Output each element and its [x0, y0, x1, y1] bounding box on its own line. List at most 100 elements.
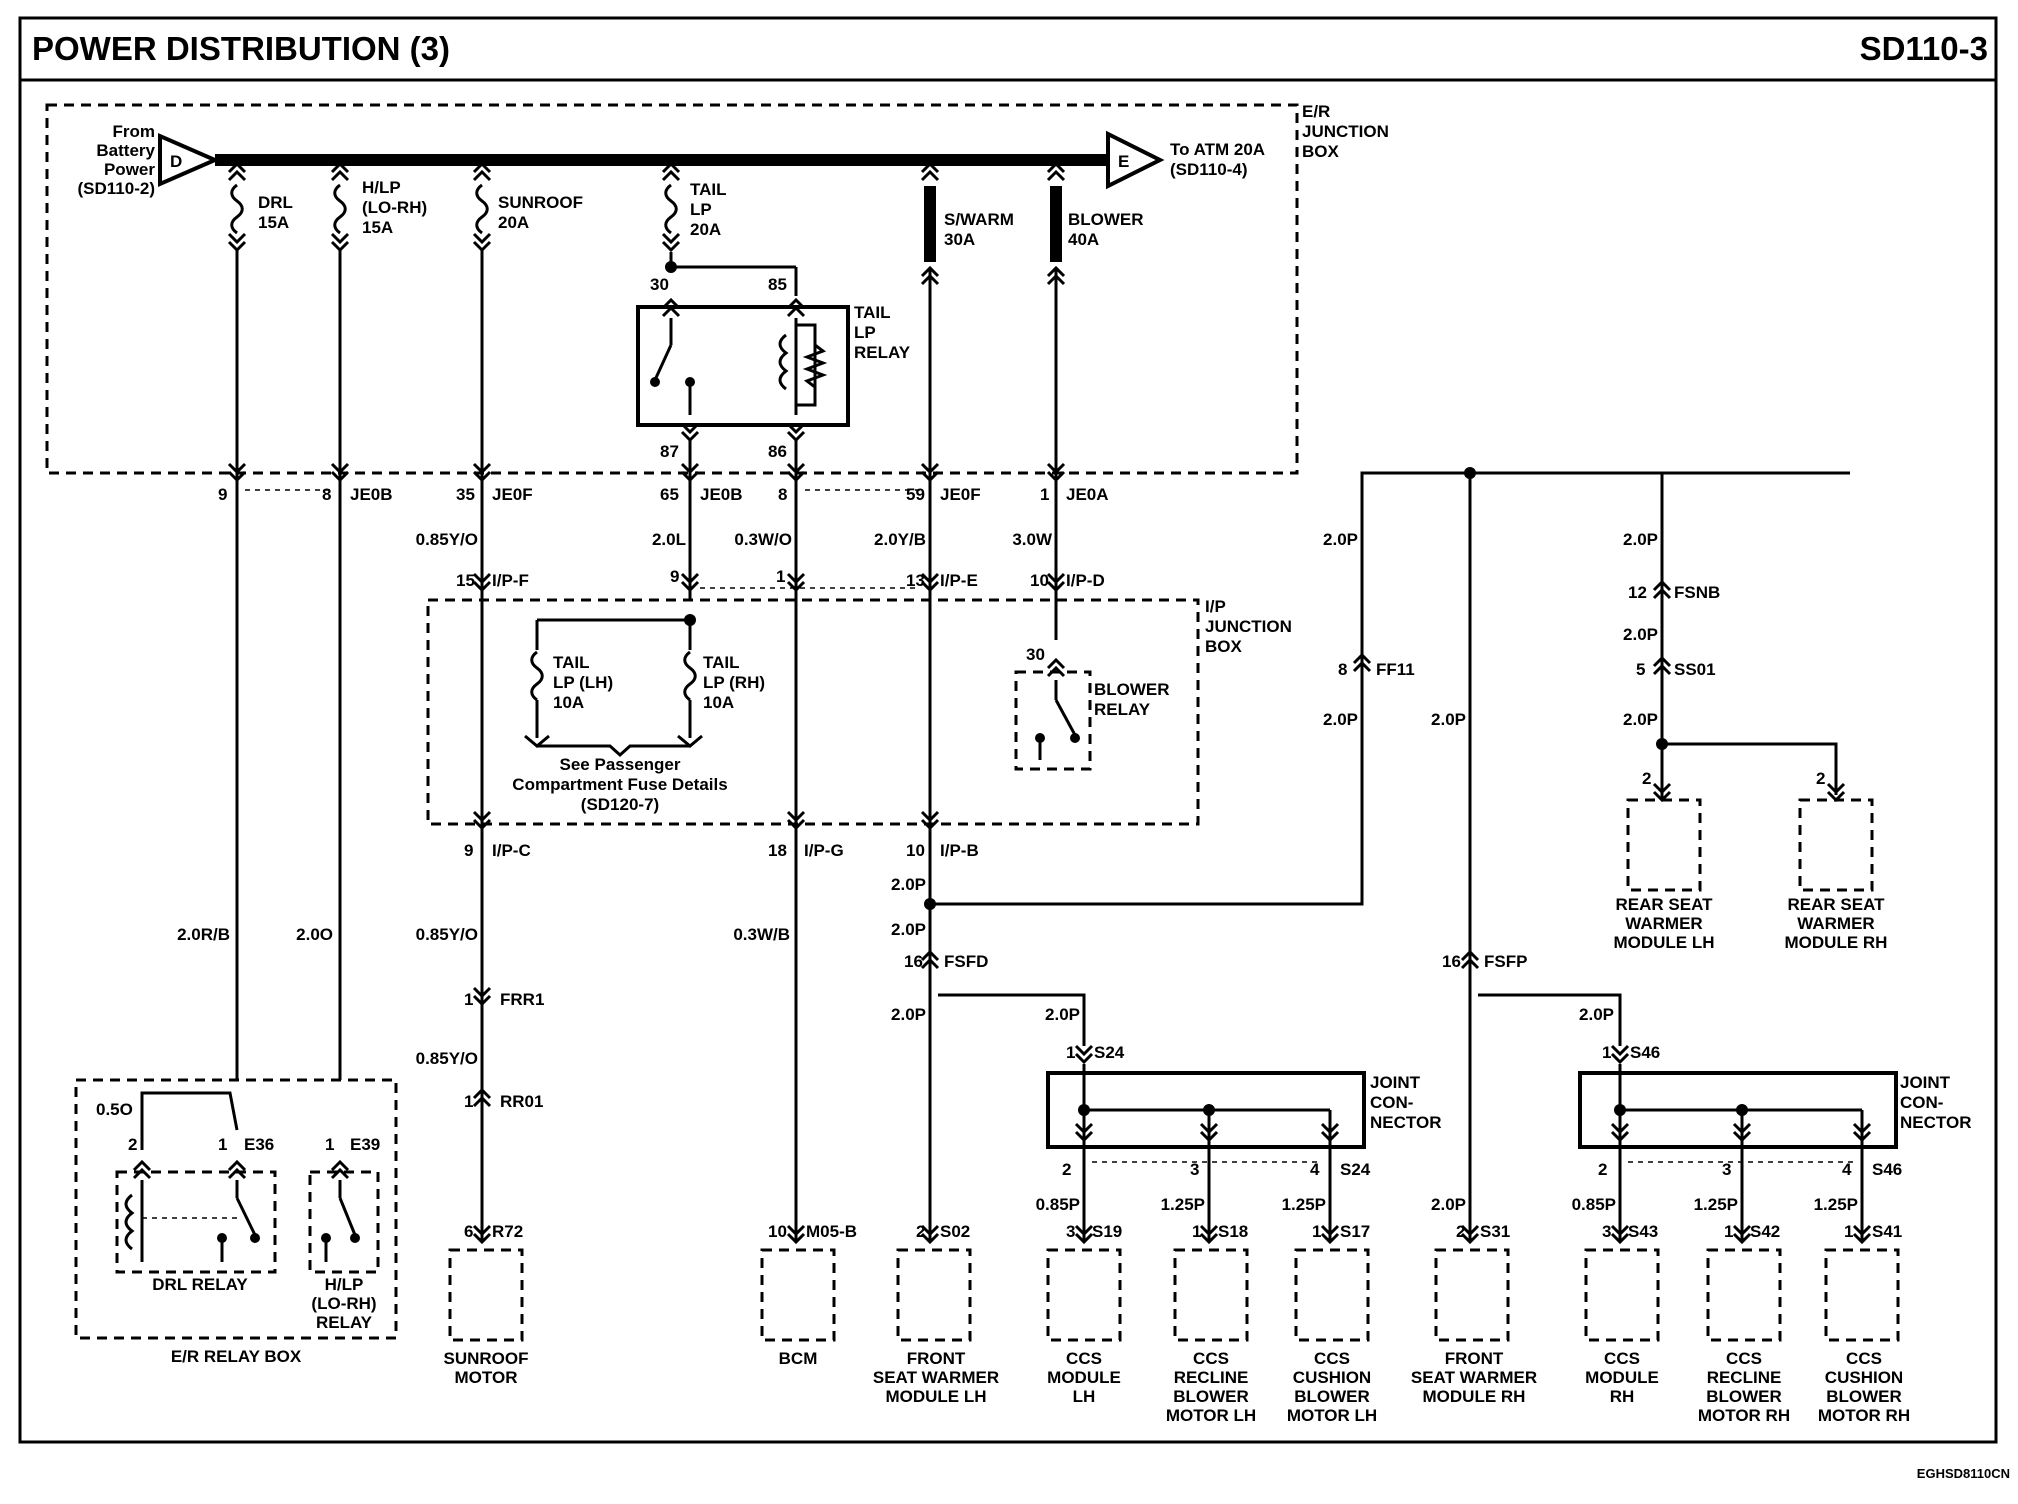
svg-text:MODULE RH: MODULE RH — [1785, 933, 1888, 952]
svg-text:0.3W/B: 0.3W/B — [733, 925, 790, 944]
svg-text:CCS: CCS — [1066, 1349, 1102, 1368]
component-label-bcm: BCM — [779, 1349, 818, 1368]
row2-connectors: 15 I/P-F 9 1 13 I/P-E 10 I/P-D — [456, 567, 1105, 592]
svg-text:S19: S19 — [1092, 1222, 1122, 1241]
svg-text:CCS: CCS — [1314, 1349, 1350, 1368]
svg-text:S43: S43 — [1628, 1222, 1658, 1241]
ip-tail-fuses: TAIL LP (LH) 10A TAIL LP (RH) 10A — [524, 614, 765, 758]
svg-text:I/P-C: I/P-C — [492, 841, 531, 860]
svg-text:30: 30 — [650, 275, 669, 294]
svg-text:S17: S17 — [1340, 1222, 1370, 1241]
svg-text:See Passenger: See Passenger — [560, 755, 681, 774]
ip-junction-box-label: I/P JUNCTION BOX — [1205, 597, 1292, 656]
svg-text:FSFD: FSFD — [944, 952, 988, 971]
svg-text:M05-B: M05-B — [806, 1222, 857, 1241]
svg-text:S31: S31 — [1480, 1222, 1510, 1241]
svg-text:JUNCTION: JUNCTION — [1302, 122, 1389, 141]
svg-text:2.0P: 2.0P — [1623, 710, 1658, 729]
bcm-connector: 10 M05-B — [768, 1222, 857, 1244]
fuse-sunroof: SUNROOF 20A — [472, 162, 583, 252]
svg-text:15A: 15A — [258, 213, 289, 232]
svg-text:CCS: CCS — [1604, 1349, 1640, 1368]
svg-text:10: 10 — [906, 841, 925, 860]
svg-text:2.0P: 2.0P — [1323, 530, 1358, 549]
svg-text:10: 10 — [1030, 571, 1049, 590]
svg-text:40A: 40A — [1068, 230, 1099, 249]
tail-lp-relay: 30 85 TAIL LP RELAY 87 86 — [636, 252, 911, 461]
svg-text:0.85Y/O: 0.85Y/O — [416, 1049, 478, 1068]
swarm-lh-path: 2.0P 2.0P 16 FSFD 2.0P 2.0P 2 S02 — [891, 875, 1362, 1244]
svg-text:BLOWER: BLOWER — [1294, 1387, 1370, 1406]
svg-text:35: 35 — [456, 485, 475, 504]
svg-text:WARMER: WARMER — [1625, 914, 1702, 933]
svg-text:2: 2 — [1598, 1160, 1607, 1179]
svg-text:RELAY: RELAY — [854, 343, 911, 362]
svg-text:R72: R72 — [492, 1222, 523, 1241]
svg-text:I/P: I/P — [1205, 597, 1226, 616]
fuse-hlp: H/LP (LO-RH) 15A — [330, 162, 427, 252]
svg-text:16: 16 — [1442, 952, 1461, 971]
svg-text:FRR1: FRR1 — [500, 990, 544, 1009]
svg-text:9: 9 — [670, 567, 679, 586]
svg-text:FRONT: FRONT — [907, 1349, 966, 1368]
svg-text:JE0B: JE0B — [700, 485, 743, 504]
svg-text:1: 1 — [325, 1135, 334, 1154]
svg-text:JE0F: JE0F — [940, 485, 981, 504]
page-code: SD110-3 — [1860, 30, 1988, 67]
svg-text:2.0P: 2.0P — [1623, 625, 1658, 644]
svg-text:JOINT: JOINT — [1900, 1073, 1951, 1092]
fuse-tail-lp: TAIL LP 20A — [661, 162, 727, 252]
component-label-ccs-cushion-lh: CCS CUSHION BLOWER MOTOR LH — [1287, 1349, 1377, 1425]
row1-connectors: 9 8 JE0B 35 JE0F 65 JE0B 8 59 JE0F 1 JE0… — [218, 462, 1109, 504]
svg-text:SEAT WARMER: SEAT WARMER — [1411, 1368, 1537, 1387]
svg-text:8: 8 — [778, 485, 787, 504]
svg-text:MODULE: MODULE — [1585, 1368, 1659, 1387]
svg-text:(SD110-4): (SD110-4) — [1170, 160, 1247, 179]
svg-text:TAIL: TAIL — [854, 303, 891, 322]
svg-text:MODULE RH: MODULE RH — [1423, 1387, 1526, 1406]
svg-text:H/LP: H/LP — [362, 178, 401, 197]
svg-text:2: 2 — [1062, 1160, 1071, 1179]
bus-in-letter: D — [170, 152, 182, 171]
svg-text:10: 10 — [768, 1222, 787, 1241]
er-relay-box — [74, 1078, 398, 1340]
svg-text:(SD110-2): (SD110-2) — [78, 179, 155, 198]
svg-text:BOX: BOX — [1205, 637, 1243, 656]
svg-text:1.25P: 1.25P — [1814, 1195, 1858, 1214]
svg-text:2.0P: 2.0P — [1323, 710, 1358, 729]
component-label-front-seat-warmer-rh: FRONT SEAT WARMER MODULE RH — [1411, 1349, 1537, 1406]
svg-text:JE0A: JE0A — [1066, 485, 1109, 504]
svg-text:59: 59 — [906, 485, 925, 504]
svg-text:E/R: E/R — [1302, 102, 1330, 121]
svg-text:2: 2 — [916, 1222, 925, 1241]
svg-text:10A: 10A — [553, 693, 584, 712]
svg-text:CCS: CCS — [1726, 1349, 1762, 1368]
svg-text:RECLINE: RECLINE — [1174, 1368, 1249, 1387]
svg-text:MODULE LH: MODULE LH — [885, 1387, 986, 1406]
bus-in-arrow — [158, 132, 221, 188]
svg-text:0.85Y/O: 0.85Y/O — [416, 925, 478, 944]
svg-text:30: 30 — [1026, 645, 1045, 664]
fuse-drl: DRL 15A — [227, 162, 293, 252]
svg-text:3: 3 — [1602, 1222, 1611, 1241]
svg-text:I/P-F: I/P-F — [492, 571, 529, 590]
svg-text:4: 4 — [1310, 1160, 1320, 1179]
svg-text:3.0W: 3.0W — [1012, 530, 1053, 549]
blower-relay: 30 BLOWER RELAY — [1014, 645, 1170, 771]
svg-text:FSNB: FSNB — [1674, 583, 1720, 602]
svg-text:16: 16 — [904, 952, 923, 971]
svg-text:REAR SEAT: REAR SEAT — [1788, 895, 1886, 914]
svg-text:TAIL: TAIL — [553, 653, 590, 672]
drl-relay: 0.5O 2 1 E36 DRL RELAY — [96, 1091, 277, 1294]
svg-text:8: 8 — [1338, 660, 1347, 679]
svg-text:Battery: Battery — [96, 141, 155, 160]
svg-text:0.85P: 0.85P — [1572, 1195, 1616, 1214]
component-boxes — [448, 798, 1900, 1342]
svg-text:S46: S46 — [1630, 1043, 1660, 1062]
svg-text:2.0P: 2.0P — [1431, 1195, 1466, 1214]
svg-text:15: 15 — [456, 571, 475, 590]
svg-text:S/WARM: S/WARM — [944, 210, 1014, 229]
component-label-rear-seat-warmer-lh: REAR SEAT WARMER MODULE LH — [1613, 895, 1714, 952]
svg-text:1: 1 — [1312, 1222, 1321, 1241]
svg-text:FRONT: FRONT — [1445, 1349, 1504, 1368]
